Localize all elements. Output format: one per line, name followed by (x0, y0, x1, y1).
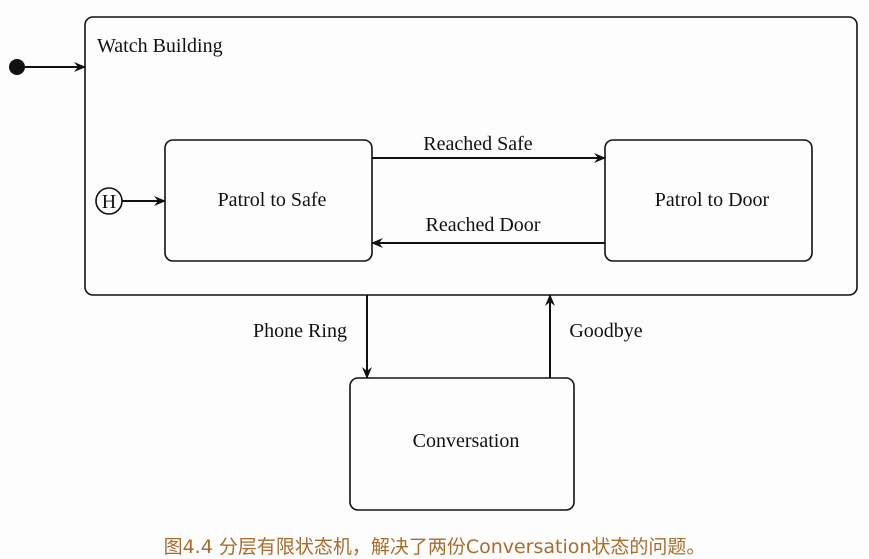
conversation-label: Conversation (413, 430, 520, 452)
patrol-to-door-label: Patrol to Door (655, 189, 770, 211)
state-patrol-to-safe: Patrol to Safe (164, 139, 373, 262)
history-state: H (95, 187, 123, 215)
patrol-to-safe-label: Patrol to Safe (218, 189, 327, 211)
goodbye-label: Goodbye (569, 320, 642, 342)
reached-safe-label: Reached Safe (423, 133, 533, 155)
reached-door-label: Reached Door (426, 214, 541, 236)
state-patrol-to-door: Patrol to Door (604, 139, 813, 262)
phone-ring-label: Phone Ring (253, 320, 347, 342)
state-conversation: Conversation (349, 377, 575, 511)
watch-building-state: Watch Building (84, 16, 858, 296)
figure-caption: 图4.4 分层有限状态机，解决了两份Conversation状态的问题。 (163, 536, 706, 558)
initial-state-dot (9, 59, 25, 75)
watch-building-label: Watch Building (97, 35, 223, 57)
history-label: H (102, 191, 116, 213)
